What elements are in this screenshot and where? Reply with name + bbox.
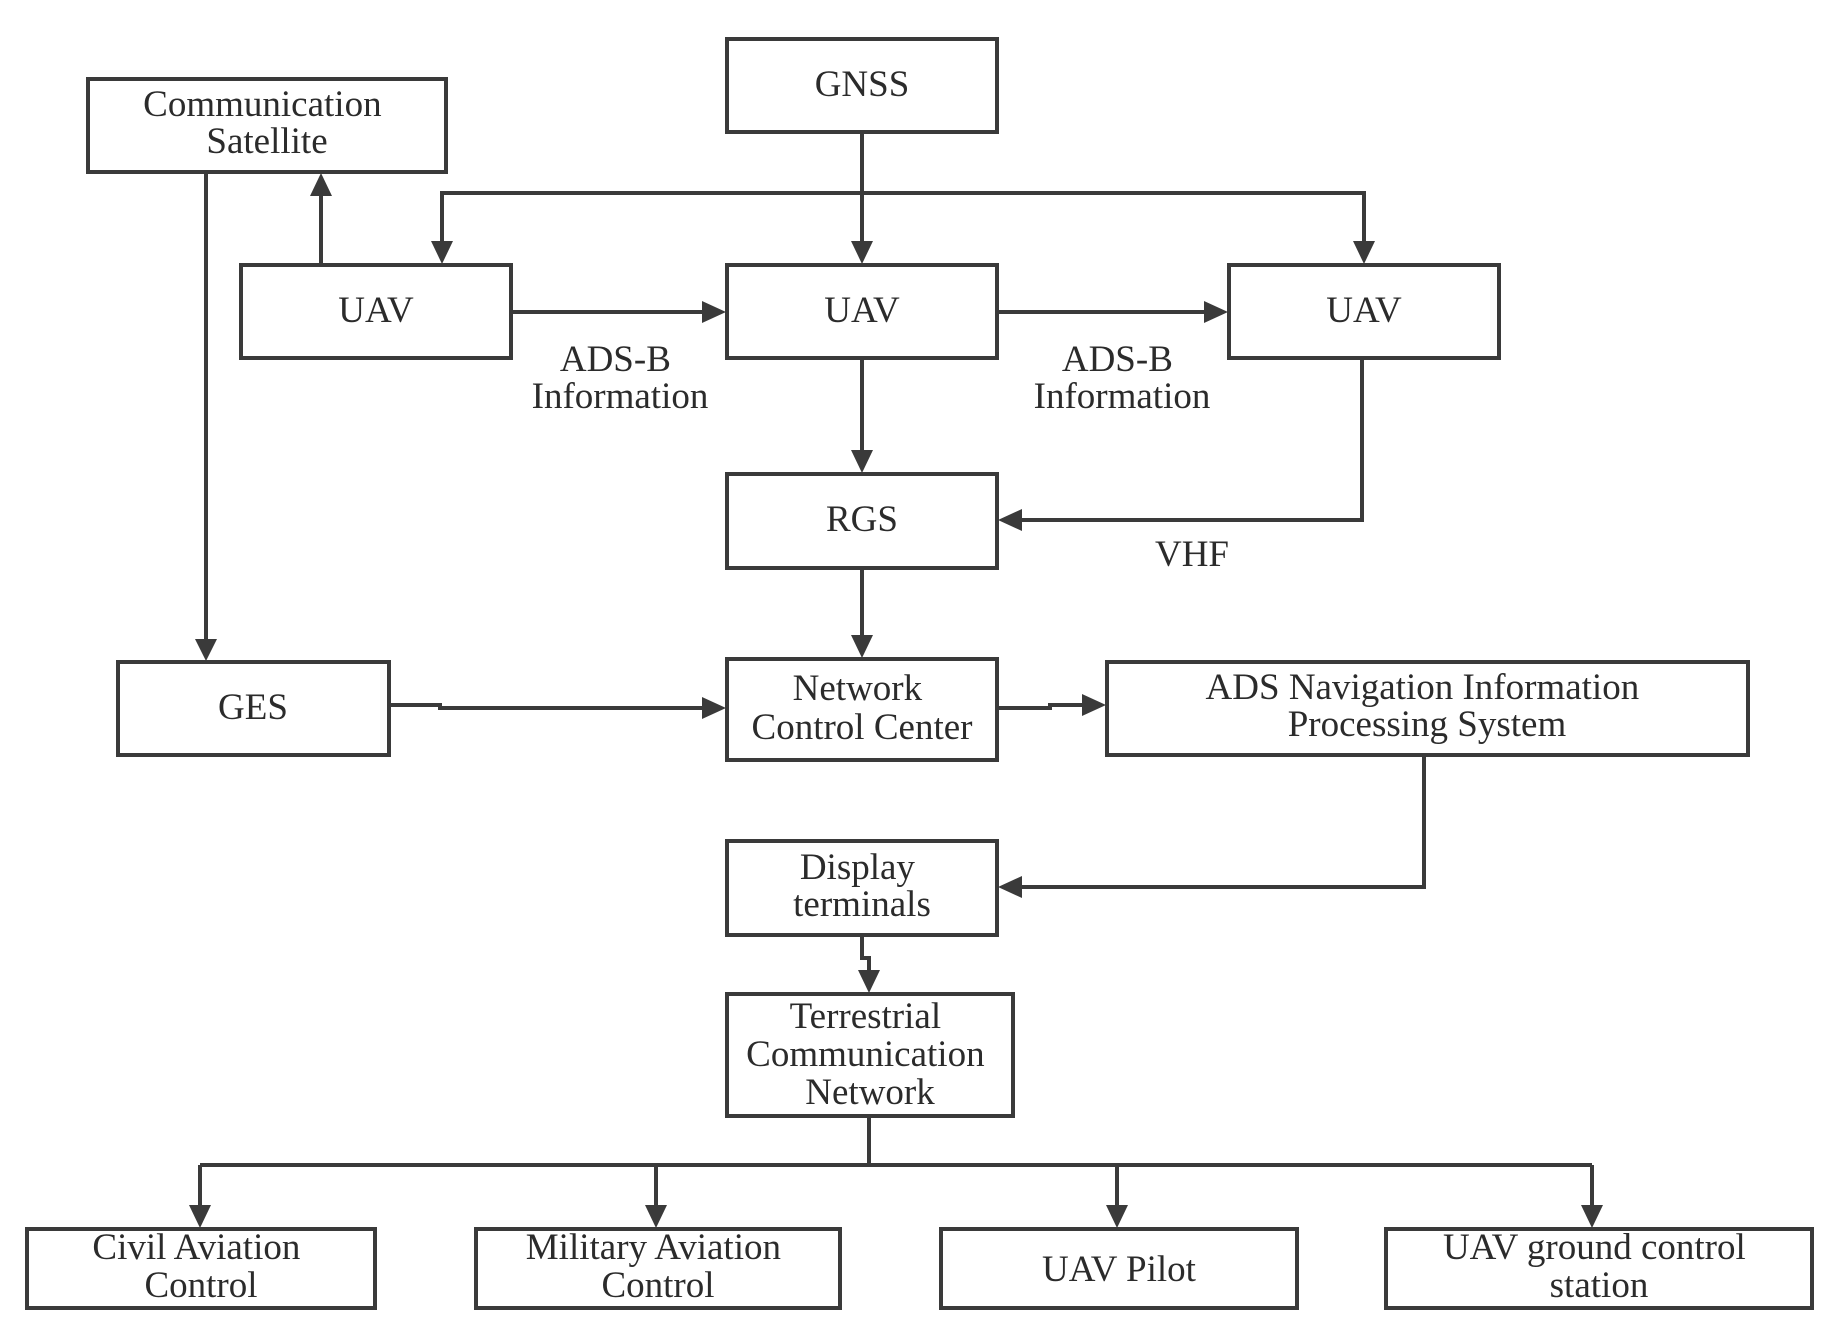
node-network-control-center-label: Network Control Center: [752, 668, 973, 748]
arrowheads: [189, 173, 1603, 1228]
node-rgs: RGS: [725, 472, 999, 570]
arrowhead-ground-station: [1581, 1205, 1603, 1228]
edge-labels: ADS-B Information ADS-B Information VHF: [532, 339, 1229, 575]
node-terrestrial-communication-network: Terrestrial Communication Network: [725, 992, 1015, 1118]
arrowhead-ncc-from-rgs: [851, 635, 873, 658]
arrowhead-rgs-from-uav: [851, 450, 873, 473]
arrowhead-pilot: [1106, 1205, 1128, 1228]
edge-label-adsb-right: ADS-B Information: [1034, 339, 1211, 417]
arrowhead-uav-right-from-gnss: [1353, 241, 1375, 264]
arrowhead-satellite-from-uav: [310, 173, 332, 196]
node-ges: GES: [116, 660, 391, 757]
arrowhead-military: [645, 1205, 667, 1228]
arrowhead-rgs-from-uav-right: [998, 509, 1022, 531]
node-uav-ground-control-station: UAV ground control station: [1384, 1227, 1814, 1310]
node-terrestrial-communication-network-label: Terrestrial Communication Network: [746, 996, 994, 1113]
node-military-aviation-control-label: Military Aviation Control: [526, 1227, 790, 1306]
node-uav-pilot-label: UAV Pilot: [1042, 1249, 1197, 1290]
node-uav-left: UAV: [239, 263, 513, 360]
node-display-terminals-label: Display terminals: [793, 847, 931, 925]
connector-gnss-bus: [440, 191, 1366, 250]
arrowhead-uav-right-from-center: [1204, 301, 1228, 323]
node-communication-satellite: Communication Satellite: [86, 77, 448, 174]
connector-uav-right-to-rgs: [1020, 358, 1364, 522]
arrowhead-terrestrial-from-display: [858, 970, 880, 993]
node-ads-navigation-processing-label: ADS Navigation Information Processing Sy…: [1206, 667, 1649, 745]
node-display-terminals: Display terminals: [725, 839, 999, 937]
arrowhead-uav-center-from-gnss: [851, 241, 873, 264]
node-military-aviation-control: Military Aviation Control: [474, 1227, 842, 1310]
arrowhead-uav-left-from-gnss: [431, 241, 453, 264]
node-uav-right-label: UAV: [1326, 290, 1402, 331]
node-uav-ground-control-station-label: UAV ground control station: [1443, 1227, 1755, 1306]
arrowhead-ges-from-satellite: [195, 639, 217, 661]
node-communication-satellite-label: Communication Satellite: [143, 84, 391, 162]
connector-display-to-terrestrial: [860, 935, 871, 975]
node-uav-left-label: UAV: [338, 290, 414, 331]
node-uav-center: UAV: [725, 263, 999, 360]
node-ads-navigation-processing: ADS Navigation Information Processing Sy…: [1105, 660, 1750, 757]
nodes: Communication Satellite GNSS UAV UAV UAV…: [25, 37, 1814, 1310]
node-uav-pilot: UAV Pilot: [939, 1227, 1299, 1310]
node-gnss: GNSS: [725, 37, 999, 134]
node-ges-label: GES: [218, 687, 288, 728]
node-gnss-label: GNSS: [815, 64, 910, 105]
node-civil-aviation-control: Civil Aviation Control: [25, 1227, 377, 1310]
arrowhead-uav-center-from-left: [702, 301, 726, 323]
arrowhead-display-from-ads-processing: [998, 876, 1022, 898]
node-uav-right: UAV: [1227, 263, 1501, 360]
node-uav-center-label: UAV: [824, 290, 900, 331]
node-rgs-label: RGS: [826, 499, 898, 540]
connector-ncc-to-ads-processing: [997, 703, 1082, 710]
connector-ges-to-ncc: [389, 703, 703, 710]
arrowhead-civil: [189, 1205, 211, 1228]
edge-label-vhf: VHF: [1155, 534, 1229, 575]
arrowhead-ncc-from-ges: [702, 697, 726, 719]
node-network-control-center: Network Control Center: [725, 657, 999, 762]
edge-label-adsb-left: ADS-B Information: [532, 339, 709, 417]
connectors: [198, 132, 1594, 1210]
connector-ads-processing-to-display: [1020, 755, 1426, 889]
node-civil-aviation-control-label: Civil Aviation Control: [92, 1227, 309, 1306]
arrowhead-ads-processing-from-ncc: [1082, 694, 1106, 716]
